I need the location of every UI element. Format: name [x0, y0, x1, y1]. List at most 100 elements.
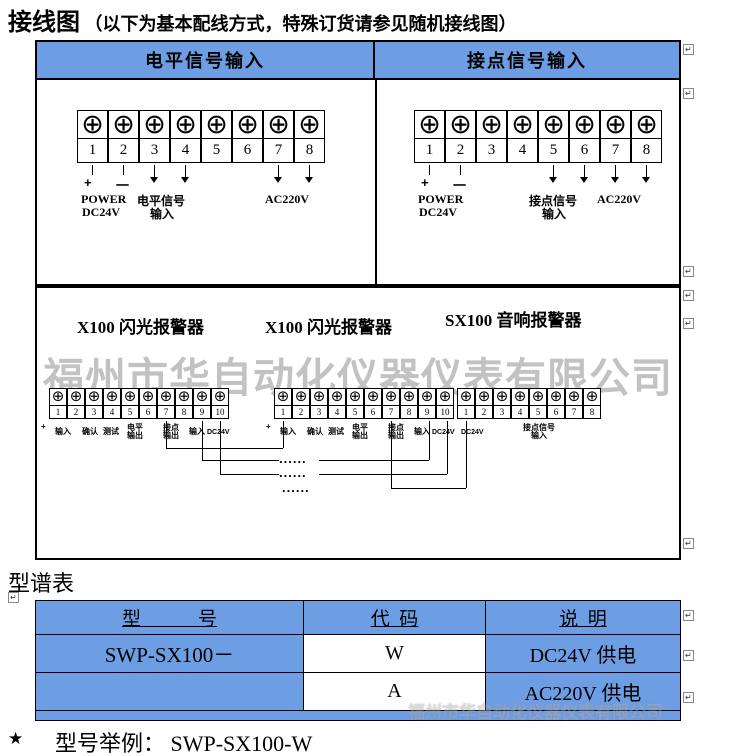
wiring-box-cascade: X100 闪光报警器 X100 闪光报警器 SX100 音响报警器 福州市华自动…: [35, 286, 681, 560]
terminal-column: ⊕7: [565, 388, 583, 419]
terminal-column: ⊕5: [538, 110, 569, 163]
paragraph-mark: ↵: [683, 44, 694, 55]
terminal-column: ⊕1: [77, 110, 108, 163]
wire-line: [123, 165, 124, 175]
terminal-column: ⊕8: [400, 388, 418, 419]
wire-arrow: [642, 177, 650, 183]
contact-output-line2: 输出: [388, 431, 404, 440]
table-row: SWP-SX100－ W DC24V 供电: [35, 634, 681, 673]
terminal-number: 8: [294, 139, 325, 163]
wire-line: [429, 165, 430, 175]
polarity-plus: +: [84, 175, 92, 190]
spectrum-table: 型 号 代 码 说 明 SWP-SX100－ W DC24V 供电 A AC22…: [35, 600, 681, 721]
terminal-column: ⊕4: [511, 388, 529, 419]
paragraph-mark: ↵: [683, 290, 694, 301]
terminal-column: ⊕5: [201, 110, 232, 163]
input-label: 输入: [280, 427, 296, 436]
terminal-strip-contact: ⊕1⊕2⊕3⊕4⊕5⊕6⊕7⊕8: [414, 110, 662, 163]
terminal-number: 5: [201, 139, 232, 163]
terminal-column: ⊕8: [294, 110, 325, 163]
polarity-minus: 一: [116, 178, 130, 193]
terminal-number: 8: [583, 406, 601, 419]
terminal-number: 3: [493, 406, 511, 419]
terminal-column: ⊕6: [569, 110, 600, 163]
terminal-column: ⊕7: [382, 388, 400, 419]
paragraph-mark: ↵: [8, 592, 19, 603]
contact-signal-input-label: 接点信号 输入: [523, 424, 555, 440]
terminal-number: 9: [193, 406, 211, 419]
terminal-screw-icon: ⊕: [211, 388, 229, 406]
level-signal-label-2: 输入: [150, 207, 175, 221]
terminal-screw-icon: ⊕: [538, 110, 569, 139]
input2-label: 输入: [414, 427, 430, 436]
wire-line: [154, 165, 155, 177]
ellipsis-dots: ......: [282, 480, 310, 495]
cascade-strip-1: ⊕1⊕2⊕3⊕4⊕5⊕6⊕7⊕8⊕9⊕10: [49, 388, 229, 419]
wire-arrow: [150, 177, 158, 183]
terminal-column: ⊕2: [292, 388, 310, 419]
terminal-screw-icon: ⊕: [121, 388, 139, 406]
terminal-column: ⊕4: [328, 388, 346, 419]
terminal-column: ⊕7: [157, 388, 175, 419]
terminal-column: ⊕5: [529, 388, 547, 419]
terminal-screw-icon: ⊕: [457, 388, 475, 406]
plus-mark: +: [41, 422, 46, 431]
terminal-column: ⊕2: [445, 110, 476, 163]
terminal-column: ⊕4: [507, 110, 538, 163]
terminal-column: ⊕2: [475, 388, 493, 419]
table-row: A AC220V 供电: [35, 672, 681, 711]
terminal-screw-icon: ⊕: [85, 388, 103, 406]
wire-line: [220, 421, 221, 474]
cascade-strip-2: ⊕1⊕2⊕3⊕4⊕5⊕6⊕7⊕8⊕9⊕10: [274, 388, 454, 419]
terminal-screw-icon: ⊕: [364, 388, 382, 406]
terminal-column: ⊕1: [49, 388, 67, 419]
terminal-number: 2: [445, 139, 476, 163]
wire-line: [220, 474, 279, 475]
terminal-screw-icon: ⊕: [583, 388, 601, 406]
terminal-number: 2: [292, 406, 310, 419]
terminal-column: ⊕1: [274, 388, 292, 419]
wire-arrow: [305, 177, 313, 183]
terminal-column: ⊕7: [263, 110, 294, 163]
terminal-screw-icon: ⊕: [414, 110, 445, 139]
wire-line: [584, 165, 585, 177]
page-title: 接线图 （以下为基本配线方式，特殊订货请参见随机接线图）: [8, 2, 516, 37]
terminal-column: ⊕6: [139, 388, 157, 419]
terminal-number: 4: [507, 139, 538, 163]
terminal-number: 2: [475, 406, 493, 419]
header-contact-signal-input: 接点信号输入: [375, 42, 679, 80]
paragraph-mark: ↵: [683, 266, 694, 277]
terminal-screw-icon: ⊕: [565, 388, 583, 406]
terminal-screw-icon: ⊕: [493, 388, 511, 406]
wire-arrow: [580, 177, 588, 183]
terminal-number: 5: [529, 406, 547, 419]
terminal-number: 1: [77, 139, 108, 163]
terminal-column: ⊕3: [139, 110, 170, 163]
test-label: 测试: [103, 427, 119, 436]
paragraph-mark: ↵: [683, 318, 694, 329]
terminal-screw-icon: ⊕: [310, 388, 328, 406]
terminal-screw-icon: ⊕: [475, 388, 493, 406]
terminal-column: ⊕8: [631, 110, 662, 163]
table-bottom-strip: [35, 710, 681, 721]
wire-line: [646, 165, 647, 177]
terminal-number: 4: [103, 406, 121, 419]
terminal-number: 4: [170, 139, 201, 163]
terminal-column: ⊕3: [310, 388, 328, 419]
terminal-column: ⊕1: [414, 110, 445, 163]
terminal-number: 4: [328, 406, 346, 419]
device1-label: X100 闪光报警器: [77, 318, 205, 337]
terminal-column: ⊕3: [476, 110, 507, 163]
dc24v-label: DC24V: [461, 429, 484, 436]
ac-label: AC220V: [597, 192, 641, 206]
terminal-number: 3: [139, 139, 170, 163]
terminal-column: ⊕6: [547, 388, 565, 419]
header-level-signal-input: 电平信号输入: [37, 42, 375, 80]
terminal-screw-icon: ⊕: [108, 110, 139, 139]
terminal-column: ⊕6: [364, 388, 382, 419]
terminal-number: 7: [263, 139, 294, 163]
terminal-number: 2: [67, 406, 85, 419]
level-output-line2: 输出: [127, 431, 143, 440]
terminal-screw-icon: ⊕: [445, 110, 476, 139]
